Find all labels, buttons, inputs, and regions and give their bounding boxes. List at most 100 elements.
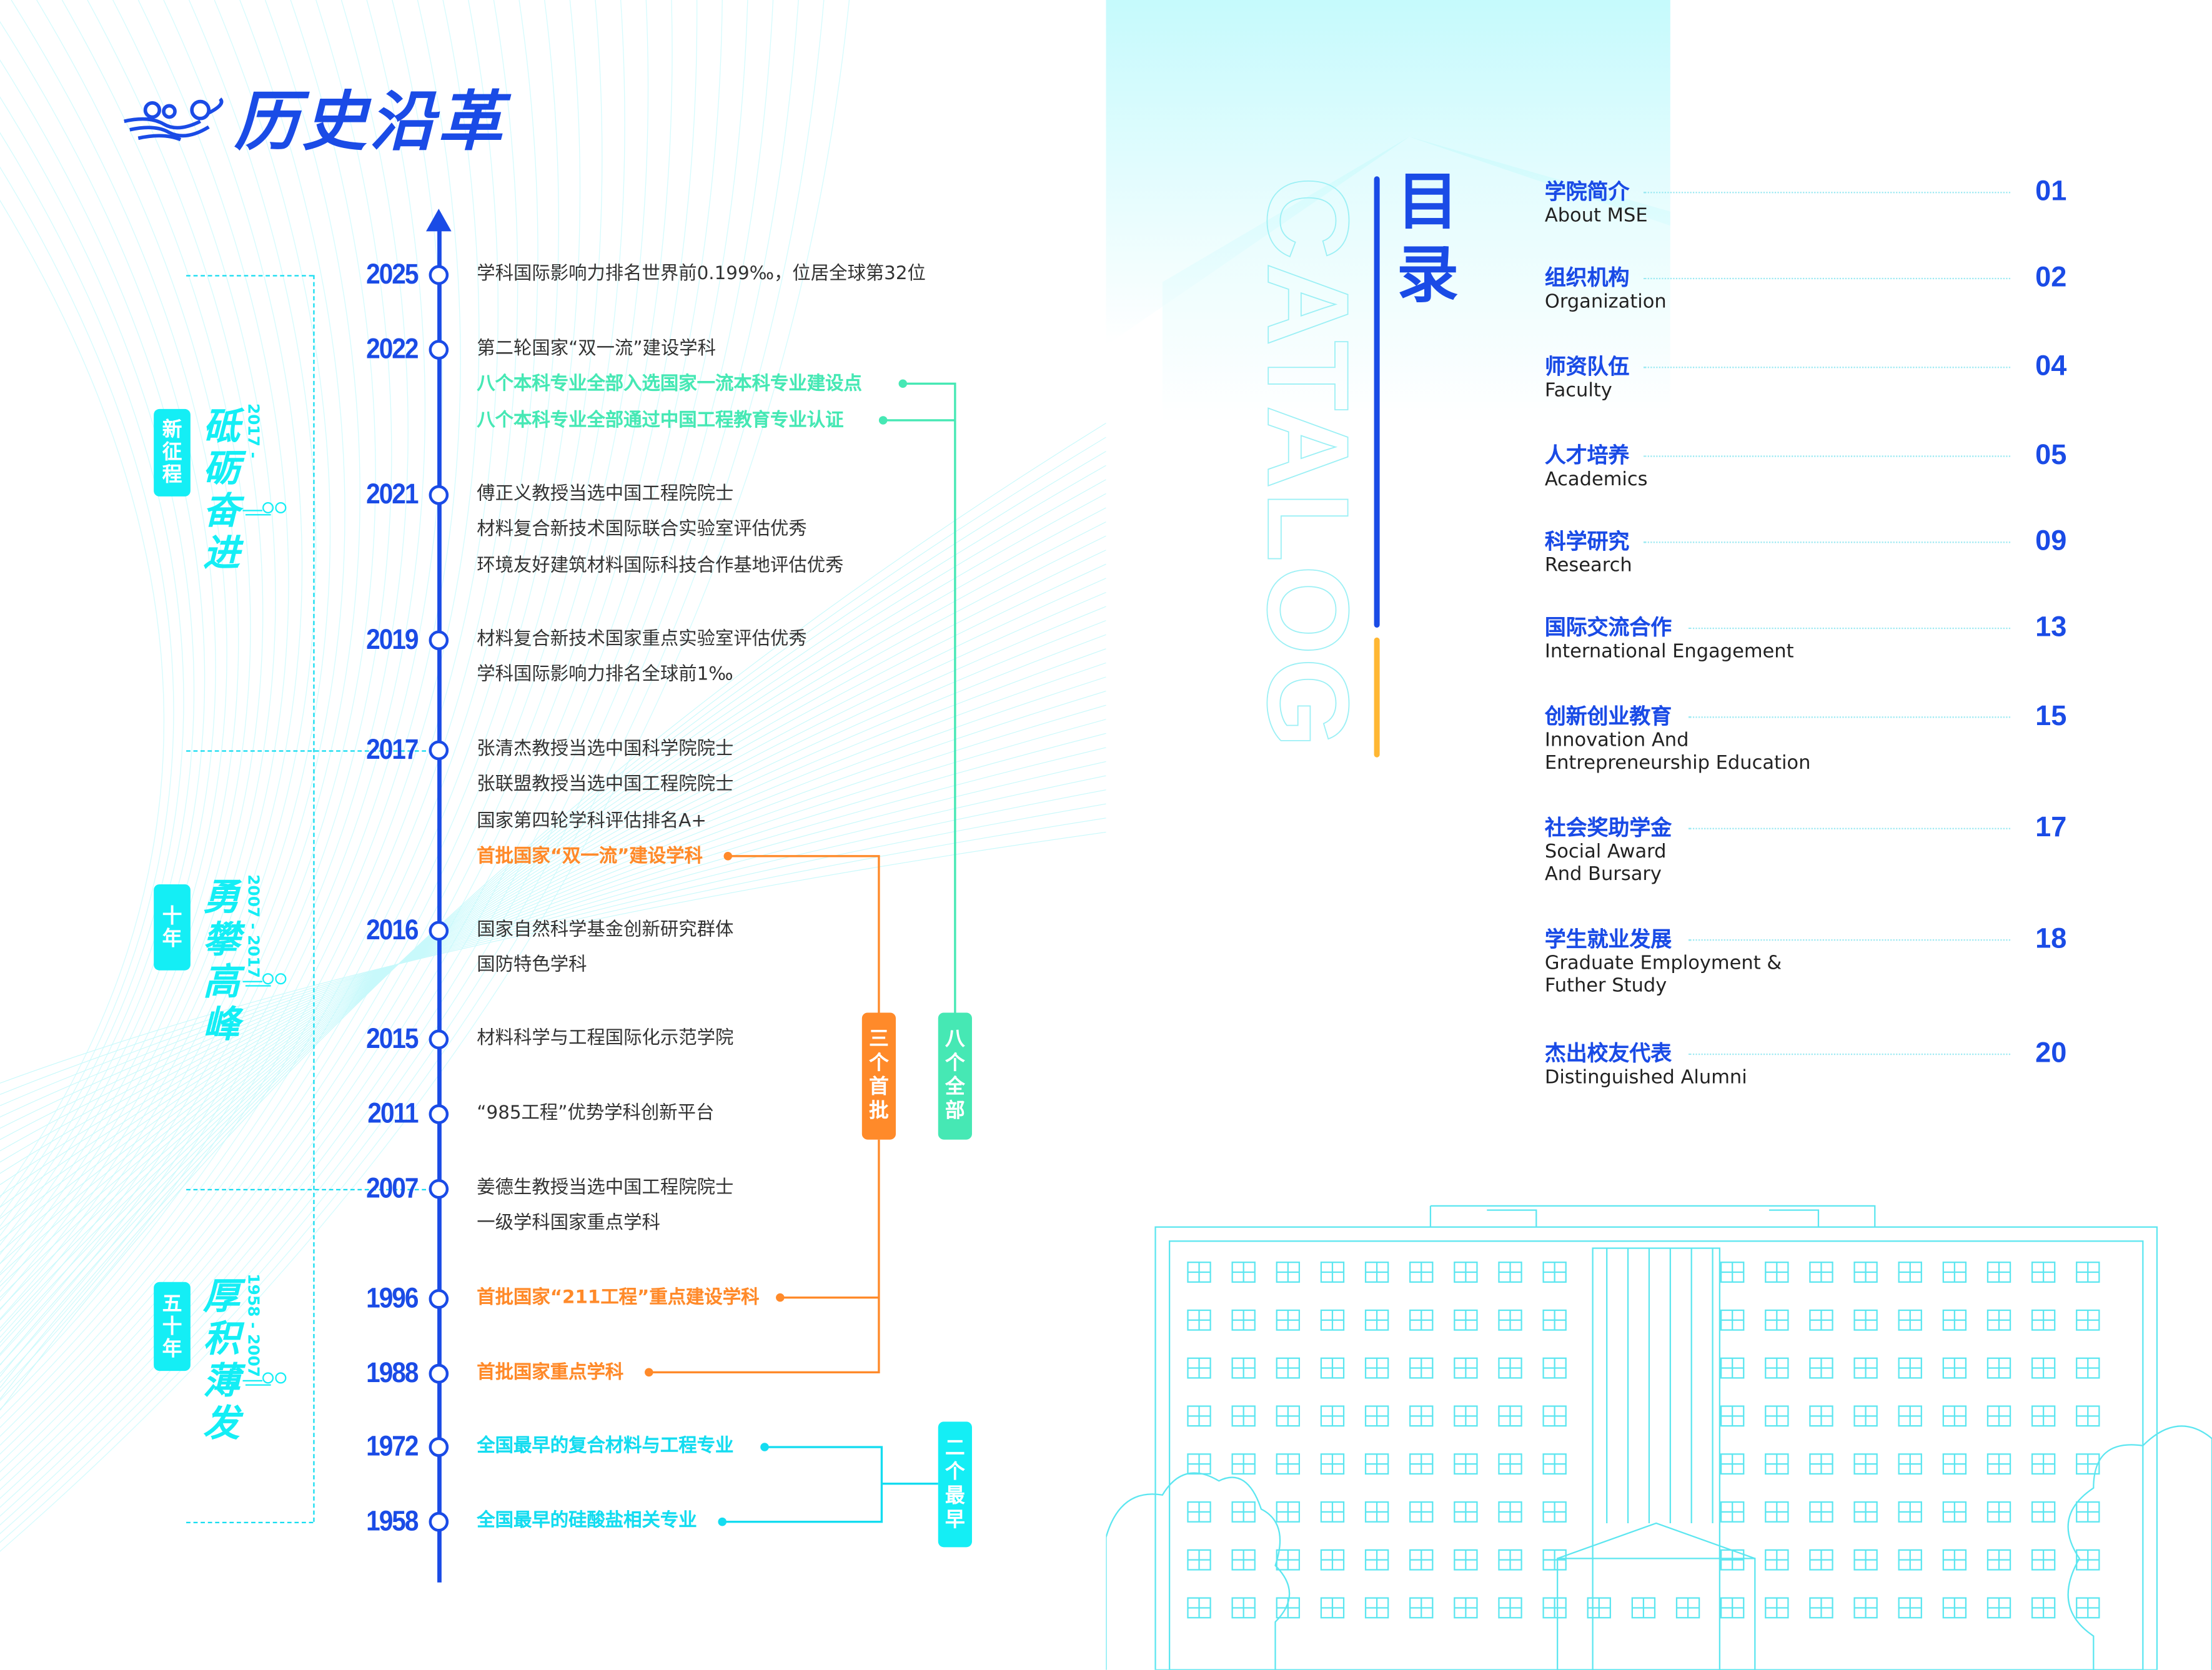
timeline-event: 姜德生教授当选中国工程院院士 (477, 1177, 734, 1199)
toc-title-cn: 学院简介 (1544, 179, 1630, 205)
timeline-event: 张清杰教授当选中国科学院院士 (477, 739, 734, 761)
cloud-ornament-icon (124, 97, 224, 142)
badge-label: 二个最早 (945, 1436, 965, 1531)
toc-title-en: Social Award And Bursary (1544, 840, 1667, 886)
timeline-event: 材料科学与工程国际化示范学院 (477, 1028, 734, 1050)
toc-title-en: About MSE (1544, 204, 1648, 227)
timeline-year: 2011 (367, 1099, 419, 1130)
cyan-connector (722, 1446, 938, 1523)
toc-leader-dots (1643, 192, 2011, 194)
timeline-event: 傅正义教授当选中国工程院院士 (477, 483, 734, 505)
era-divider (186, 1188, 427, 1191)
catalog-title: 目录 (1396, 166, 1459, 312)
toc-page-number: 20 (2035, 1038, 2067, 1069)
timeline-year: 2019 (366, 625, 419, 656)
era-badge: 新征程 (154, 408, 191, 497)
toc-title-cn: 创新创业教育 (1544, 703, 1672, 729)
cloud-ornament-icon (242, 971, 287, 992)
timeline-event: 八个本科专业全部入选国家一流本科专业建设点 (477, 374, 862, 395)
timeline-node (429, 1104, 449, 1124)
timeline-event: 国家自然科学基金创新研究群体 (477, 919, 734, 941)
timeline-event: 材料复合新技术国家重点实验室评估优秀 (477, 629, 807, 651)
toc-page-number: 04 (2035, 351, 2067, 382)
toc-leader-dots (1643, 541, 2011, 543)
toc-leader-dots (1643, 455, 2011, 457)
timeline-node (429, 1288, 449, 1308)
timeline-year: 1972 (366, 1431, 419, 1463)
timeline-event: 材料复合新技术国际联合实验室评估优秀 (477, 519, 807, 541)
timeline-year: 2021 (366, 479, 419, 511)
timeline-event: 首批国家“双一流”建设学科 (477, 846, 703, 867)
timeline-node (429, 1363, 449, 1383)
toc-page-number: 17 (2035, 812, 2067, 844)
timeline-year: 2015 (366, 1024, 419, 1055)
all-eight-badge: 八个全部 (938, 1012, 972, 1140)
toc-page-number: 13 (2035, 612, 2067, 643)
toc-title-en: Academics (1544, 468, 1648, 491)
cloud-ornament-icon (242, 499, 287, 520)
timeline-year: 2007 (366, 1173, 419, 1205)
timeline-event: 首批国家“211工程”重点建设学科 (477, 1287, 760, 1309)
era-years: 2007 - 2017 (244, 874, 263, 979)
timeline-year: 1996 (366, 1283, 419, 1315)
toc-title-en: Innovation And Entrepreneurship Educatio… (1544, 729, 1811, 774)
timeline-node (429, 920, 449, 941)
era-badge-label: 五十年 (162, 1292, 182, 1361)
era-name: 砥砺奋进 (203, 406, 240, 576)
toc-title-cn: 科学研究 (1544, 528, 1630, 555)
era-years: 2017 - (244, 403, 263, 458)
timeline-event: 学科国际影响力排名世界前0.199‰，位居全球第32位 (477, 264, 926, 285)
timeline-event: 第二轮国家“双一流”建设学科 (477, 338, 717, 360)
toc-title-en: Organization (1544, 290, 1667, 314)
timeline-year: 1988 (366, 1358, 419, 1390)
toc-leader-dots (1689, 627, 2011, 630)
three-firsts-badge: 三个首批 (861, 1012, 896, 1140)
timeline-node (429, 739, 449, 760)
timeline-node (429, 484, 449, 505)
toc-leader-dots (1643, 277, 2011, 280)
timeline-event: 首批国家重点学科 (477, 1362, 624, 1384)
era-guide-line (313, 275, 315, 1522)
blue-accent-bar (1374, 176, 1380, 628)
orange-accent-bar (1374, 637, 1380, 758)
timeline-node (429, 1029, 449, 1049)
building-illustration (1106, 1205, 2212, 1670)
timeline-year: 2017 (366, 734, 419, 766)
timeline-event: 学科国际影响力排名全球前1‰ (477, 665, 733, 686)
toc-leader-dots (1689, 828, 2011, 829)
toc-page-number: 05 (2035, 440, 2067, 472)
toc-title-en: International Engagement (1544, 640, 1794, 663)
era-divider (186, 1521, 314, 1523)
timeline-event: “985工程”优势学科创新平台 (477, 1102, 715, 1124)
timeline-node (429, 630, 449, 650)
toc-page-number: 02 (2035, 262, 2067, 294)
timeline-node (429, 264, 449, 285)
toc-title-cn: 师资队伍 (1544, 353, 1630, 380)
toc-page-number: 18 (2035, 924, 2067, 955)
catalog-watermark: CATALOG (1243, 176, 1372, 751)
era-badge: 十年 (154, 884, 191, 971)
timeline-event: 一级学科国家重点学科 (477, 1213, 660, 1235)
toc-title-cn: 学生就业发展 (1544, 926, 1672, 952)
timeline-year: 2025 (366, 259, 419, 291)
badge-label: 八个全部 (945, 1028, 965, 1123)
toc-title-cn: 杰出校友代表 (1544, 1040, 1672, 1067)
era-badge-label: 新征程 (162, 418, 182, 487)
green-connector (883, 382, 956, 1013)
toc-title-en: Graduate Employment & Futher Study (1544, 952, 1782, 997)
catalog-background: CATALOG (1106, 0, 1670, 751)
timeline-year: 2016 (366, 915, 419, 947)
timeline-year: 2022 (366, 334, 419, 365)
timeline-event: 国防特色学科 (477, 955, 587, 977)
